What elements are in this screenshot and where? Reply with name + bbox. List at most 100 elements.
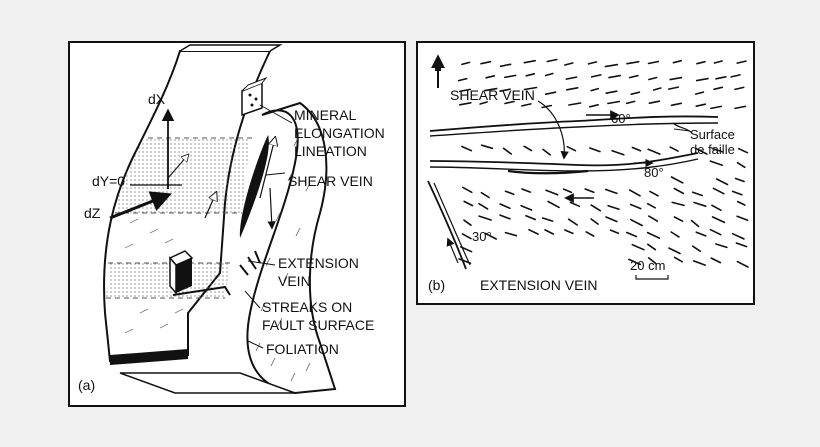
foliation-dash bbox=[668, 247, 681, 255]
foliation-dash bbox=[479, 101, 488, 105]
foliation-dash bbox=[484, 87, 498, 92]
foliation-dash bbox=[649, 190, 659, 197]
foliation-dash bbox=[499, 63, 512, 68]
foliation-dash bbox=[648, 100, 661, 105]
block-diagram-a bbox=[103, 44, 337, 395]
angle-60-label: 60° bbox=[611, 111, 631, 126]
extension-vein-label-1: EXTENSION bbox=[278, 255, 359, 271]
foliation-dash bbox=[734, 177, 745, 183]
foliation-dash bbox=[629, 218, 643, 227]
foliation-dash bbox=[569, 201, 581, 208]
foliation-dash bbox=[461, 61, 471, 66]
foliation-dash bbox=[736, 260, 749, 268]
foliation-dash bbox=[694, 91, 705, 95]
foliation-dash bbox=[504, 74, 517, 79]
foliation-dash bbox=[608, 74, 621, 79]
foliation-dash bbox=[691, 245, 702, 252]
foliation-dash bbox=[647, 60, 660, 65]
angle-30-label: 30° bbox=[472, 229, 492, 244]
foliation-dash bbox=[541, 217, 554, 222]
foliation-dash bbox=[710, 257, 722, 264]
panel-a: dX dY=0 dZ MINERAL ELONGATION LINEATION … bbox=[68, 41, 406, 407]
foliation-dash bbox=[713, 60, 723, 64]
foliation-dash bbox=[710, 105, 723, 110]
foliation-dash bbox=[607, 100, 621, 105]
foliation-dash bbox=[485, 74, 496, 79]
foliation-dash bbox=[480, 191, 490, 199]
foliation-dash bbox=[478, 202, 489, 210]
foliation-dash bbox=[589, 147, 601, 153]
foliation-dash bbox=[523, 59, 536, 64]
panel-b: SHEAR VEIN 60° Surface de faille 80° 30°… bbox=[416, 41, 755, 305]
foliation-dash bbox=[670, 102, 683, 107]
foliation-dash bbox=[736, 215, 749, 222]
foliation-dash bbox=[673, 216, 684, 222]
foliation-dash bbox=[628, 189, 641, 197]
foliation-dash bbox=[547, 200, 560, 209]
foliation-dash bbox=[631, 243, 645, 251]
foliation-dash bbox=[523, 145, 533, 152]
foliation-dash bbox=[521, 103, 532, 107]
foliation-dash bbox=[565, 76, 578, 80]
foliation-dash bbox=[611, 149, 625, 156]
dz-label: dZ bbox=[84, 205, 101, 221]
foliation-dash bbox=[669, 76, 683, 81]
foliation-dash bbox=[695, 77, 709, 82]
foliation-dash bbox=[672, 59, 683, 64]
foliation-dash bbox=[715, 178, 729, 186]
foliation-dash bbox=[630, 91, 641, 96]
foliation-dash bbox=[566, 86, 579, 91]
foliation-dashes bbox=[457, 58, 749, 268]
foliation-dash bbox=[690, 219, 700, 228]
foliation-dash bbox=[628, 74, 639, 79]
foliation-dash bbox=[695, 103, 707, 108]
shear-vein-label-b: SHEAR VEIN bbox=[450, 87, 535, 103]
foliation-dash bbox=[541, 104, 553, 109]
foliation-dash bbox=[480, 60, 492, 65]
mineral-label-3: LINEATION bbox=[294, 143, 367, 159]
foliation-dash bbox=[480, 144, 494, 150]
foliation-dash bbox=[525, 214, 537, 221]
foliation-dash bbox=[542, 148, 551, 156]
foliation-dash bbox=[499, 203, 511, 210]
foliation-dash bbox=[695, 231, 707, 237]
foliation-dash bbox=[587, 61, 598, 65]
mineral-label-1: MINERAL bbox=[294, 107, 357, 123]
panel-b-tag: (b) bbox=[428, 277, 446, 293]
foliation-dash bbox=[461, 145, 473, 152]
foliation-dash bbox=[568, 102, 582, 106]
foliation-dash bbox=[605, 188, 618, 195]
foliation-dash bbox=[647, 257, 657, 265]
foliation-dash bbox=[673, 256, 684, 263]
foliation-dash bbox=[504, 190, 515, 196]
foliation-dash bbox=[667, 86, 680, 90]
foliation-dash bbox=[566, 145, 577, 152]
foliation-dash bbox=[715, 75, 727, 80]
foliation-dash bbox=[520, 204, 533, 211]
foliation-dash bbox=[647, 243, 657, 251]
foliation-dash bbox=[646, 202, 656, 209]
dy0-label: dY=0 bbox=[92, 173, 126, 189]
panel-a-tag: (a) bbox=[78, 377, 96, 393]
foliation-dash bbox=[590, 218, 599, 225]
foliation-dash bbox=[544, 72, 554, 77]
foliation-dash bbox=[709, 228, 722, 236]
foliation-dash bbox=[628, 258, 641, 266]
foliation-dash bbox=[463, 219, 472, 226]
surface-label-1: Surface bbox=[690, 127, 735, 142]
mineral-label-2: ELONGATION bbox=[294, 125, 385, 141]
foliation-dash bbox=[585, 231, 595, 237]
foliation-dash bbox=[562, 188, 573, 194]
foliation-dash bbox=[711, 147, 724, 153]
foliation-dash bbox=[730, 74, 741, 78]
foliation-dash bbox=[735, 242, 748, 248]
foliation-dash bbox=[711, 216, 726, 224]
foliation-dash bbox=[693, 201, 707, 207]
foliation-dash bbox=[525, 72, 536, 77]
foliation-dash bbox=[463, 200, 474, 207]
foliation-dash bbox=[607, 204, 620, 211]
foliation-dash bbox=[605, 90, 618, 95]
foliation-dash bbox=[521, 188, 532, 193]
streaks-label-2: FAULT SURFACE bbox=[262, 317, 375, 333]
foliation-dash bbox=[709, 160, 724, 166]
